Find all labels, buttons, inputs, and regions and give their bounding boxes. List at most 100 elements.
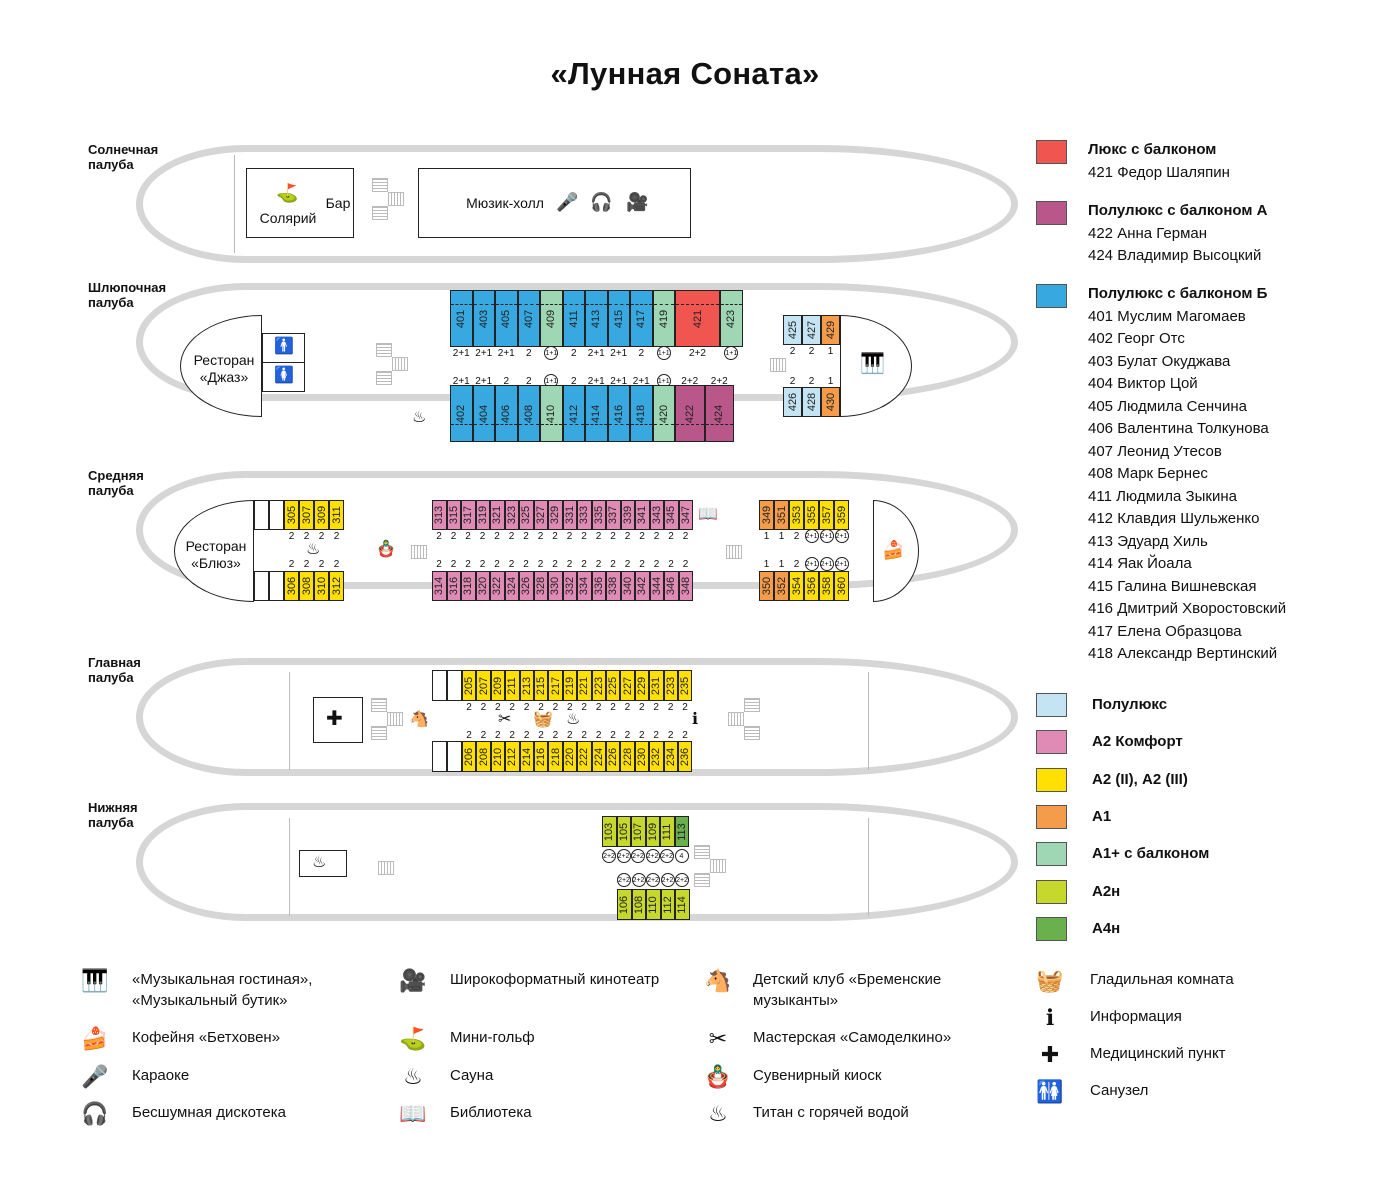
cabin-343[interactable]: 343: [649, 500, 664, 530]
solarium-bar-room[interactable]: [246, 168, 354, 238]
cabin-211[interactable]: 211: [505, 670, 520, 701]
cabin-324[interactable]: 324: [504, 571, 519, 601]
cabin-316[interactable]: 316: [446, 571, 461, 601]
cabin-346[interactable]: 346: [664, 571, 679, 601]
cabin-345[interactable]: 345: [664, 500, 679, 530]
cabin-412[interactable]: 412: [562, 385, 585, 442]
cabin-232[interactable]: 232: [649, 741, 664, 772]
cabin-210[interactable]: 210: [490, 741, 506, 772]
cabin-229[interactable]: 229: [634, 670, 650, 701]
medical-room[interactable]: [313, 697, 363, 743]
cabin-333[interactable]: 333: [577, 500, 592, 530]
cabin-332[interactable]: 332: [562, 571, 577, 601]
cabin-338[interactable]: 338: [606, 571, 621, 601]
cabin-108[interactable]: 108: [631, 889, 646, 920]
cabin-352[interactable]: 352: [774, 571, 789, 601]
cabin-110[interactable]: 110: [646, 889, 661, 920]
cabin-230[interactable]: 230: [634, 741, 650, 772]
cabin-231[interactable]: 231: [649, 670, 664, 701]
cabin-217[interactable]: 217: [548, 670, 563, 701]
cabin-234[interactable]: 234: [663, 741, 678, 772]
cabin-225[interactable]: 225: [606, 670, 621, 701]
cabin-359[interactable]: 359: [834, 500, 849, 530]
cabin-335[interactable]: 335: [591, 500, 606, 530]
cabin-342[interactable]: 342: [635, 571, 650, 601]
cabin-228[interactable]: 228: [620, 741, 635, 772]
cabin-114[interactable]: 114: [675, 889, 690, 920]
cabin-103[interactable]: 103: [602, 816, 617, 847]
cabin-410[interactable]: 410: [540, 385, 563, 442]
cabin-215[interactable]: 215: [534, 670, 549, 701]
cabin-306[interactable]: 306: [284, 571, 299, 601]
cabin-413[interactable]: 413: [585, 290, 608, 347]
cabin-106[interactable]: 106: [617, 889, 632, 920]
cabin-105[interactable]: 105: [616, 816, 631, 847]
cabin-311[interactable]: 311: [329, 500, 344, 530]
cabin-233[interactable]: 233: [663, 670, 678, 701]
cabin-323[interactable]: 323: [504, 500, 519, 530]
cabin-224[interactable]: 224: [591, 741, 606, 772]
cabin-310[interactable]: 310: [314, 571, 329, 601]
cabin-414[interactable]: 414: [585, 385, 608, 442]
cabin-313[interactable]: 313: [432, 500, 447, 530]
cabin-111[interactable]: 111: [660, 816, 675, 847]
cabin-417[interactable]: 417: [630, 290, 653, 347]
cabin-227[interactable]: 227: [620, 670, 635, 701]
cabin-214[interactable]: 214: [519, 741, 534, 772]
cabin-221[interactable]: 221: [577, 670, 592, 701]
cabin-321[interactable]: 321: [490, 500, 505, 530]
cabin-357[interactable]: 357: [819, 500, 834, 530]
cabin-429[interactable]: 429: [821, 315, 840, 345]
cabin-317[interactable]: 317: [461, 500, 476, 530]
cabin-330[interactable]: 330: [548, 571, 563, 601]
cabin-347[interactable]: 347: [678, 500, 693, 530]
cabin-209[interactable]: 209: [490, 670, 506, 701]
cabin-307[interactable]: 307: [299, 500, 314, 530]
cabin-339[interactable]: 339: [620, 500, 635, 530]
cabin-405[interactable]: 405: [495, 290, 518, 347]
cabin-319[interactable]: 319: [475, 500, 490, 530]
cabin-402[interactable]: 402: [450, 385, 473, 442]
cabin-406[interactable]: 406: [495, 385, 518, 442]
cabin-327[interactable]: 327: [533, 500, 548, 530]
cabin-236[interactable]: 236: [678, 741, 693, 772]
cabin-404[interactable]: 404: [472, 385, 495, 442]
cabin-220[interactable]: 220: [562, 741, 578, 772]
cabin-418[interactable]: 418: [630, 385, 653, 442]
cabin-424[interactable]: 424: [704, 385, 734, 442]
cabin-107[interactable]: 107: [631, 816, 646, 847]
cabin-408[interactable]: 408: [517, 385, 540, 442]
cabin-428[interactable]: 428: [802, 387, 821, 417]
cabin-420[interactable]: 420: [652, 385, 675, 442]
cabin-425[interactable]: 425: [783, 315, 802, 345]
cabin-308[interactable]: 308: [299, 571, 314, 601]
cabin-322[interactable]: 322: [490, 571, 505, 601]
cabin-341[interactable]: 341: [635, 500, 650, 530]
cabin-416[interactable]: 416: [607, 385, 630, 442]
cabin-212[interactable]: 212: [505, 741, 520, 772]
cabin-355[interactable]: 355: [804, 500, 819, 530]
cabin-334[interactable]: 334: [577, 571, 592, 601]
cabin-354[interactable]: 354: [789, 571, 804, 601]
cabin-344[interactable]: 344: [649, 571, 664, 601]
cabin-109[interactable]: 109: [645, 816, 660, 847]
cabin-360[interactable]: 360: [834, 571, 849, 601]
cabin-358[interactable]: 358: [819, 571, 834, 601]
cabin-421[interactable]: 421: [675, 290, 720, 347]
cabin-353[interactable]: 353: [789, 500, 804, 530]
cabin-314[interactable]: 314: [432, 571, 447, 601]
cabin-113[interactable]: 113: [674, 816, 689, 847]
cabin-401[interactable]: 401: [450, 290, 473, 347]
cabin-336[interactable]: 336: [591, 571, 606, 601]
cabin-222[interactable]: 222: [577, 741, 592, 772]
cabin-427[interactable]: 427: [802, 315, 821, 345]
cabin-326[interactable]: 326: [519, 571, 534, 601]
cabin-207[interactable]: 207: [476, 670, 491, 701]
cabin-430[interactable]: 430: [821, 387, 840, 417]
cabin-226[interactable]: 226: [606, 741, 621, 772]
cabin-312[interactable]: 312: [329, 571, 344, 601]
cabin-411[interactable]: 411: [562, 290, 585, 347]
cabin-218[interactable]: 218: [548, 741, 563, 772]
cabin-305[interactable]: 305: [284, 500, 299, 530]
cabin-320[interactable]: 320: [475, 571, 490, 601]
